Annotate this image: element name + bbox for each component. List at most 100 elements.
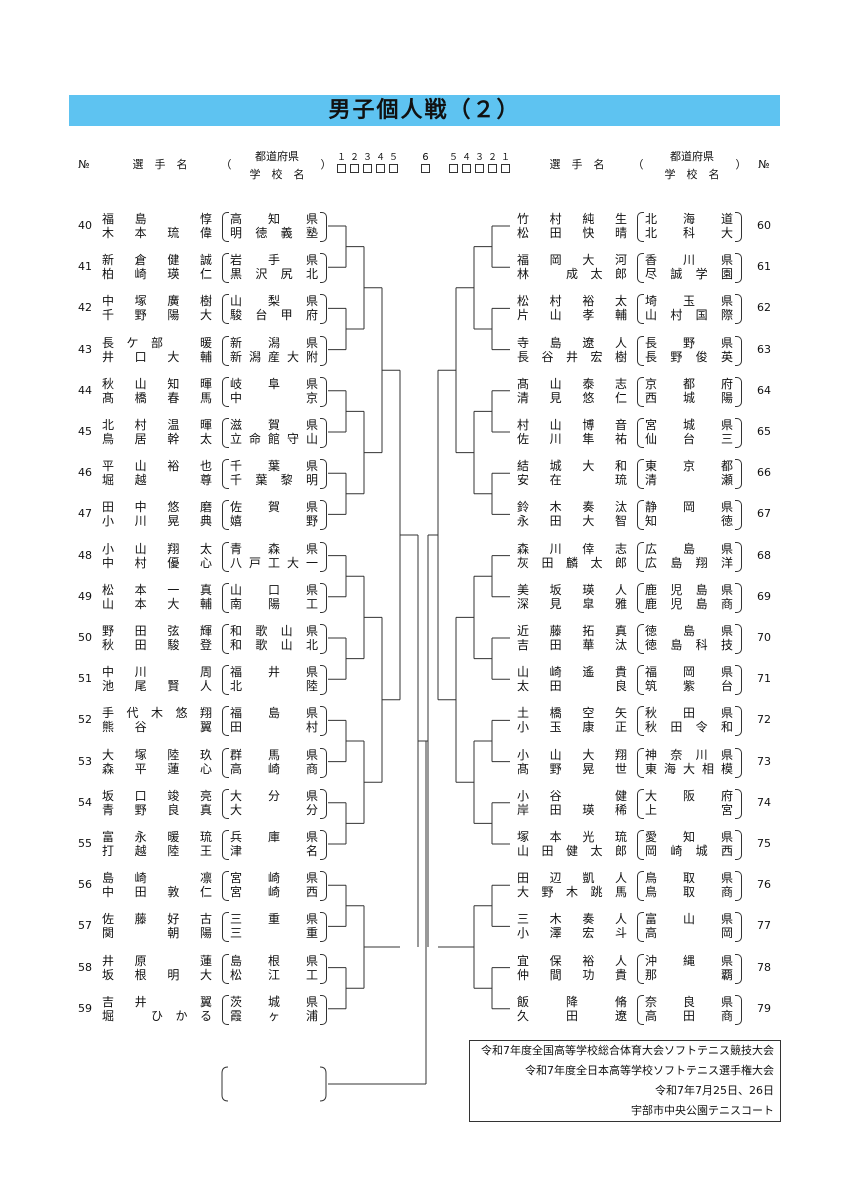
entry-number: 72 [757, 713, 771, 727]
bracket-close [320, 294, 327, 325]
player-name: 宜保裕人 [517, 953, 627, 968]
bracket-open [637, 335, 644, 366]
entry-number: 69 [757, 589, 771, 603]
player-name: 山崎遙貴 [517, 665, 627, 680]
entry-number: 66 [757, 466, 771, 480]
school-name: 津 名 [230, 844, 318, 858]
player-name: 秋田駿登 [102, 638, 212, 652]
player-name: 青野良真 [102, 802, 212, 817]
bracket-open [222, 253, 229, 284]
player-name: 小山大翔 [517, 747, 627, 762]
entry-number: 52 [78, 713, 92, 727]
school-name: 松江工 [230, 967, 318, 982]
page-title: 男子個人戦（２） [69, 95, 780, 126]
round-header-right-1: ６ [421, 153, 430, 173]
entry-number: 78 [757, 960, 771, 974]
round-box [363, 164, 372, 173]
prefecture-name: 宮城県 [645, 418, 733, 432]
round-header-right-6: １ [501, 153, 510, 173]
player-name: 井口大輔 [102, 349, 212, 364]
round-header-left-3: ３ [363, 153, 372, 173]
bracket-open [222, 500, 229, 531]
entry-number: 64 [757, 383, 771, 397]
info-line-1: 令和7年度全国高等学校総合体育大会ソフトテニス競技大会 [481, 1044, 774, 1057]
bracket-close [320, 953, 327, 984]
round-header-right-2: ５ [449, 153, 458, 173]
player-name: 三木奏人 [517, 912, 627, 927]
player-name: 打越陸王 [102, 844, 212, 858]
school-name: 八戸工大一 [230, 555, 318, 570]
school-name: 宮崎西 [230, 885, 318, 900]
round-header-left-5: ５ [389, 153, 398, 173]
header-pref-left: 都道府県 [255, 150, 299, 163]
prefecture-name: 岐阜県 [230, 376, 318, 391]
player-name: 森川倖志 [517, 541, 627, 556]
school-name: 秋田令和 [645, 720, 733, 735]
bracket-close [735, 871, 742, 902]
prefecture-name: 高知県 [230, 212, 318, 226]
round-box [350, 164, 359, 173]
player-name: 永田大智 [517, 514, 627, 529]
entry-number: 73 [757, 754, 771, 768]
bracket-close [735, 253, 742, 284]
entry-number: 67 [757, 507, 771, 521]
bracket-close [320, 541, 327, 572]
player-name: 手代木悠翔 [102, 706, 212, 721]
entry-number: 76 [757, 878, 771, 892]
entry-number: 71 [757, 672, 771, 686]
player-name: 吉井 翼 [102, 994, 212, 1009]
prefecture-name: 徳島県 [645, 624, 733, 638]
school-name: 駿台甲府 [230, 308, 318, 323]
info-line-3: 令和7年7月25日、26日 [655, 1084, 774, 1097]
bracket-open [222, 294, 229, 325]
bracket-open [222, 582, 229, 613]
player-name: 髙橋春馬 [102, 390, 212, 405]
school-name: 北科大 [645, 226, 733, 240]
bracket-open [222, 541, 229, 572]
player-name: 中田敦仁 [102, 885, 212, 900]
prefecture-name: 大分県 [230, 788, 318, 803]
round-number: ３ [363, 153, 373, 163]
bracket-close [735, 582, 742, 613]
school-name: 岡崎城西 [645, 844, 733, 858]
prefecture-name: 滋賀県 [230, 418, 318, 432]
player-name: 中川 周 [102, 665, 212, 680]
bracket-open [222, 871, 229, 902]
player-name: 松本一真 [102, 582, 212, 597]
round-number: ３ [475, 153, 485, 163]
player-name: 林 成太郎 [517, 267, 627, 282]
player-name: 松田快晴 [517, 226, 627, 240]
prefecture-name: 福島県 [230, 706, 318, 721]
prefecture-name: 秋田県 [645, 706, 733, 721]
bracket-open [222, 335, 229, 366]
school-name: 鹿児島商 [645, 596, 733, 611]
round-box [501, 164, 510, 173]
entry-number: 61 [757, 260, 771, 274]
prefecture-name: 山口県 [230, 582, 318, 597]
round-number: １ [337, 153, 347, 163]
player-name: 柏崎瑛仁 [102, 267, 212, 282]
entry-number: 46 [78, 466, 92, 480]
school-name: 知 徳 [645, 514, 733, 529]
round-header-left-4: ４ [376, 153, 385, 173]
bracket-close [320, 624, 327, 654]
player-name: 小山翔太 [102, 541, 212, 556]
bracket-open [222, 418, 229, 448]
entry-number: 48 [78, 548, 92, 562]
bracket-close [320, 418, 327, 448]
tournament-info: 令和7年度全国高等学校総合体育大会ソフトテニス競技大会 令和7年度全日本高等学校… [469, 1040, 781, 1122]
bracket-close [320, 830, 327, 860]
entry-number: 74 [757, 795, 771, 809]
school-name: 鳥取商 [645, 885, 733, 900]
header-school-right: 学 校 名 [664, 168, 720, 181]
player-name: 池尾賢人 [102, 679, 212, 694]
entry-number: 65 [757, 425, 771, 438]
prefecture-name: 長野県 [645, 335, 733, 350]
school-name: 田 村 [230, 720, 318, 735]
bracket-open [637, 830, 644, 860]
player-name: 佐藤好古 [102, 912, 212, 927]
entry-number: 70 [757, 631, 771, 644]
bracket-close [735, 459, 742, 490]
player-name: 長谷井宏樹 [517, 349, 627, 364]
